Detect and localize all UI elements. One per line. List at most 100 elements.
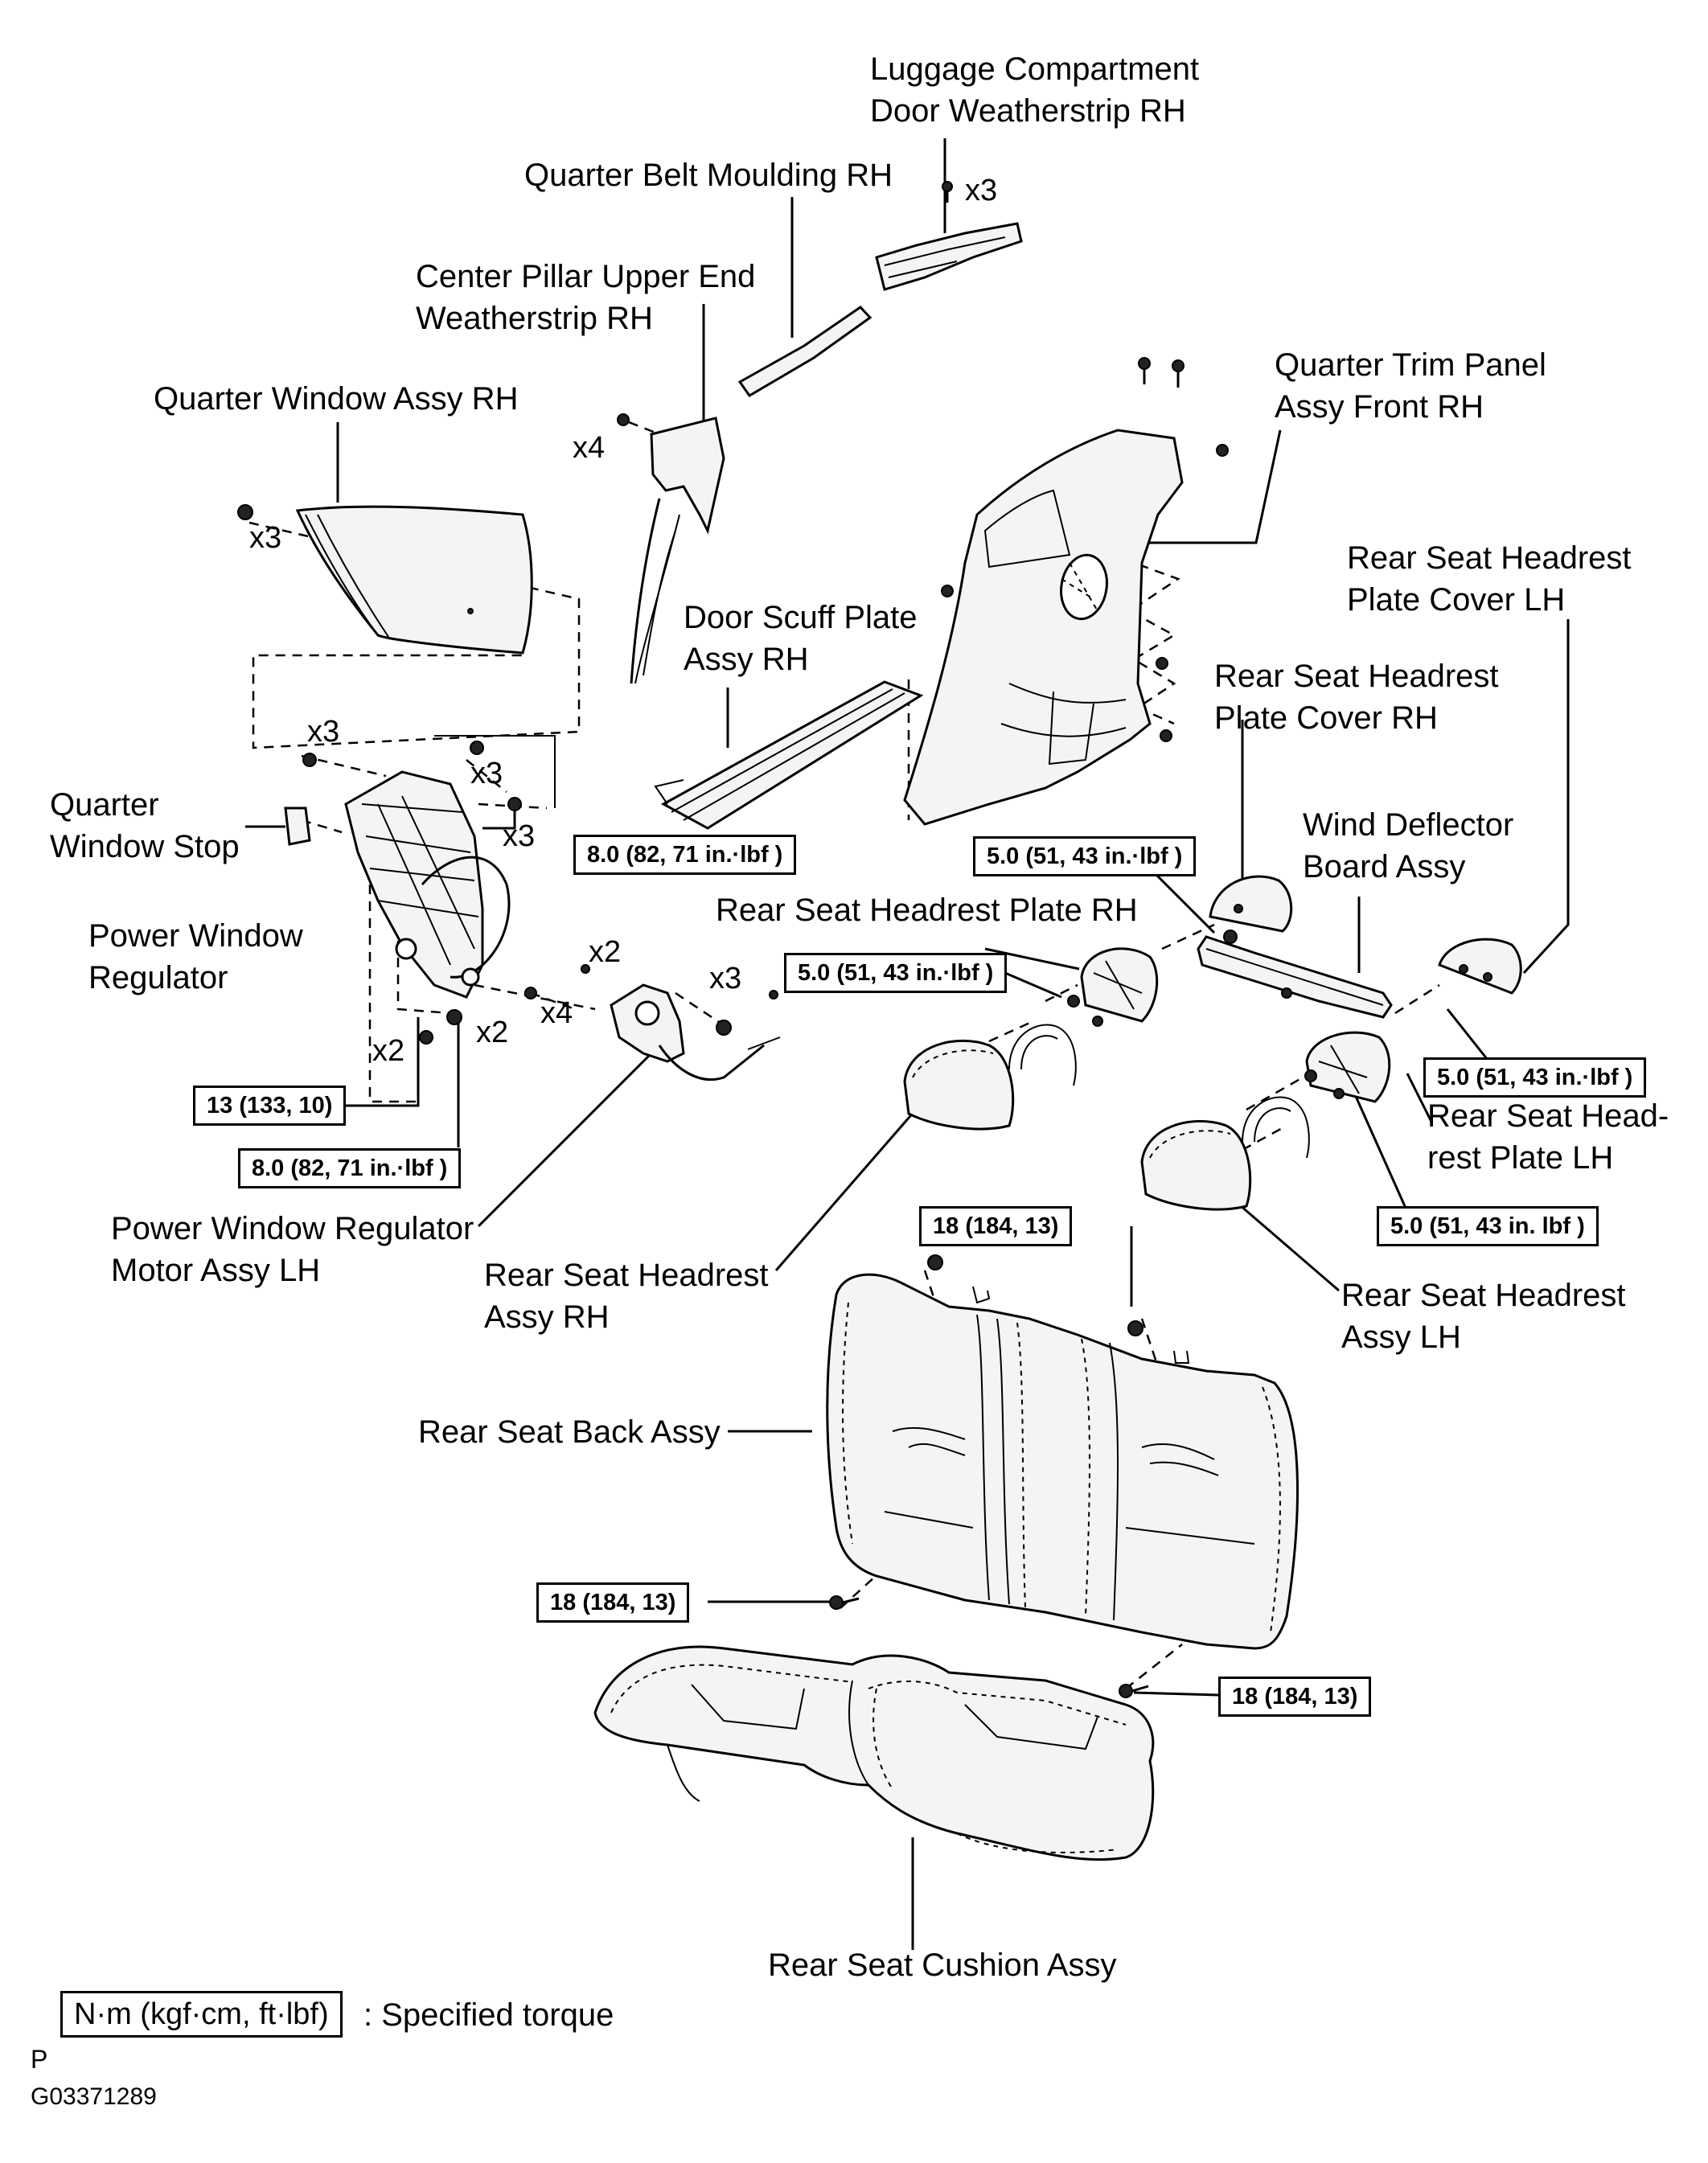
label-headrest-plate-lh: Rear Seat Head- rest Plate LH bbox=[1427, 1095, 1669, 1179]
label-line: Regulator bbox=[88, 960, 228, 995]
label-line: Power Window Regulator bbox=[111, 1211, 474, 1246]
label-line: Rear Seat Headrest Plate RH bbox=[716, 893, 1138, 928]
label-line: Plate Cover LH bbox=[1347, 582, 1566, 618]
leader-cover-lh bbox=[1522, 619, 1570, 975]
label-line: Assy RH bbox=[484, 1299, 610, 1335]
headrest-cover-rh-part bbox=[1209, 875, 1293, 933]
label-line: Wind Deflector bbox=[1303, 807, 1514, 843]
label-quarter-window-stop: Quarter Window Stop bbox=[50, 784, 240, 868]
legend-text: : Specified torque bbox=[363, 1997, 614, 2033]
label-quarter-trim-panel: Quarter Trim Panel Assy Front RH bbox=[1275, 344, 1546, 428]
headrest-assy-lh-part bbox=[1140, 1119, 1252, 1211]
quarter-trim-panel-part bbox=[903, 357, 1229, 826]
torque-cover-lh: 5.0 (51, 43 in.·lbf ) bbox=[1423, 1057, 1647, 1098]
headrest-assy-rh-part bbox=[903, 1039, 1015, 1131]
qty-reg-bottom-mid: x2 bbox=[476, 1016, 509, 1049]
torque-seat-right: 18 (184, 13) bbox=[1218, 1677, 1372, 1717]
power-window-regulator-part bbox=[302, 741, 590, 1045]
label-power-window-regulator: Power Window Regulator bbox=[88, 915, 303, 999]
label-line: Assy RH bbox=[684, 642, 809, 677]
qty-pillar: x4 bbox=[573, 431, 606, 465]
torque-trim: 5.0 (51, 43 in.·lbf ) bbox=[973, 836, 1197, 876]
label-line: Quarter Window Assy RH bbox=[154, 381, 519, 417]
label-door-scuff-plate: Door Scuff Plate Assy RH bbox=[684, 597, 918, 680]
qty-reg-top-mid: x3 bbox=[470, 757, 503, 790]
label-line: Quarter Belt Moulding RH bbox=[524, 158, 893, 193]
label-line: Quarter Trim Panel bbox=[1275, 347, 1546, 383]
door-scuff-plate-part bbox=[654, 680, 924, 830]
label-line: Quarter bbox=[50, 787, 159, 823]
label-line: Power Window bbox=[88, 918, 303, 954]
label-line: Rear Seat Headrest bbox=[1347, 540, 1632, 576]
label-line: Rear Seat Cushion Assy bbox=[768, 1948, 1117, 1983]
label-headrest-cover-lh: Rear Seat Headrest Plate Cover LH bbox=[1347, 537, 1632, 621]
torque-seat-left: 18 (184, 13) bbox=[536, 1582, 690, 1623]
label-luggage-weatherstrip: Luggage Compartment Door Weatherstrip RH bbox=[870, 48, 1199, 132]
wind-deflector-part bbox=[1197, 930, 1393, 1019]
seat-cushion-part bbox=[593, 1645, 1155, 1861]
headrest-frame-lh bbox=[1242, 1096, 1310, 1159]
label-line: Door Scuff Plate bbox=[684, 600, 918, 635]
leader-plate-lh bbox=[1406, 1073, 1433, 1123]
label-line: Board Assy bbox=[1303, 849, 1466, 884]
qty-reg-top-right: x3 bbox=[503, 819, 536, 853]
leader-t-reg-13 bbox=[346, 1017, 420, 1107]
quarter-belt-moulding-part bbox=[737, 306, 872, 397]
label-quarter-window-assy: Quarter Window Assy RH bbox=[154, 378, 518, 420]
leader-plate-rh bbox=[984, 947, 1080, 971]
label-line: Assy Front RH bbox=[1275, 389, 1484, 425]
label-line: Rear Seat Headrest bbox=[1341, 1278, 1626, 1313]
leader-motor bbox=[477, 1052, 653, 1228]
label-regulator-motor: Power Window Regulator Motor Assy LH bbox=[111, 1208, 474, 1291]
headrest-cover-lh-part bbox=[1438, 938, 1522, 995]
label-quarter-belt-moulding: Quarter Belt Moulding RH bbox=[524, 154, 893, 196]
qty-luggage: x3 bbox=[965, 174, 998, 207]
label-center-pillar-weatherstrip: Center Pillar Upper End Weatherstrip RH bbox=[416, 256, 755, 339]
label-headrest-cover-rh: Rear Seat Headrest Plate Cover RH bbox=[1214, 655, 1499, 739]
label-seat-back: Rear Seat Back Assy bbox=[418, 1411, 721, 1453]
headrest-plate-rh-part bbox=[1067, 947, 1159, 1027]
label-line: Weatherstrip RH bbox=[416, 301, 653, 336]
leader-t-reg-top bbox=[482, 808, 516, 830]
seat-back-part bbox=[826, 1254, 1299, 1698]
qty-motor-mid: x4 bbox=[540, 996, 573, 1030]
quarter-window-part bbox=[237, 504, 533, 655]
leader-headrest-rh bbox=[774, 1085, 938, 1271]
label-line: Window Stop bbox=[50, 829, 240, 864]
label-line: Rear Seat Back Assy bbox=[418, 1414, 721, 1450]
leader-lines bbox=[245, 138, 1570, 1950]
label-line: rest Plate LH bbox=[1427, 1140, 1614, 1176]
torque-reg-bottom: 8.0 (82, 71 in.·lbf ) bbox=[238, 1148, 462, 1188]
qty-motor-top: x2 bbox=[589, 935, 622, 969]
label-headrest-plate-rh: Rear Seat Headrest Plate RH bbox=[716, 889, 1138, 931]
label-line: Center Pillar Upper End bbox=[416, 259, 756, 294]
leader-t-plate-lh bbox=[1349, 1085, 1413, 1221]
luggage-weatherstrip-part bbox=[875, 181, 1023, 291]
legend-unit-box: N·m (kgf·cm, ft·lbf) bbox=[60, 1991, 343, 2038]
leader-t-motor bbox=[1004, 971, 1062, 999]
label-line: Plate Cover RH bbox=[1214, 700, 1438, 736]
leader-trim-panel bbox=[1138, 429, 1282, 544]
qty-reg-bottom-left: x2 bbox=[372, 1034, 405, 1068]
regulator-motor-part bbox=[610, 983, 781, 1082]
qty-reg-top-left: x3 bbox=[307, 715, 340, 749]
leader-t-seat-right bbox=[1133, 1691, 1219, 1697]
label-line: Rear Seat Head- bbox=[1427, 1098, 1669, 1134]
label-seat-cushion: Rear Seat Cushion Assy bbox=[768, 1944, 1117, 1986]
torque-reg-top: 8.0 (82, 71 in.·lbf ) bbox=[573, 835, 797, 875]
label-line: Rear Seat Headrest bbox=[484, 1258, 769, 1293]
torque-plate-lh: 5.0 (51, 43 in. lbf ) bbox=[1377, 1206, 1599, 1246]
label-line: Assy LH bbox=[1341, 1320, 1461, 1355]
label-line: Motor Assy LH bbox=[111, 1253, 321, 1288]
label-line: Rear Seat Headrest bbox=[1214, 659, 1499, 694]
headrest-plate-lh-part bbox=[1304, 1031, 1391, 1103]
label-headrest-assy-rh: Rear Seat Headrest Assy RH bbox=[484, 1254, 769, 1338]
footer-mark: P bbox=[31, 2045, 48, 2074]
label-line: Luggage Compartment bbox=[870, 51, 1200, 87]
leader-t-cover-lh bbox=[1446, 1008, 1489, 1061]
torque-motor: 5.0 (51, 43 in.·lbf ) bbox=[784, 953, 1008, 993]
center-pillar-weatherstrip-part bbox=[617, 413, 725, 684]
footer-code: G03371289 bbox=[31, 2083, 157, 2110]
